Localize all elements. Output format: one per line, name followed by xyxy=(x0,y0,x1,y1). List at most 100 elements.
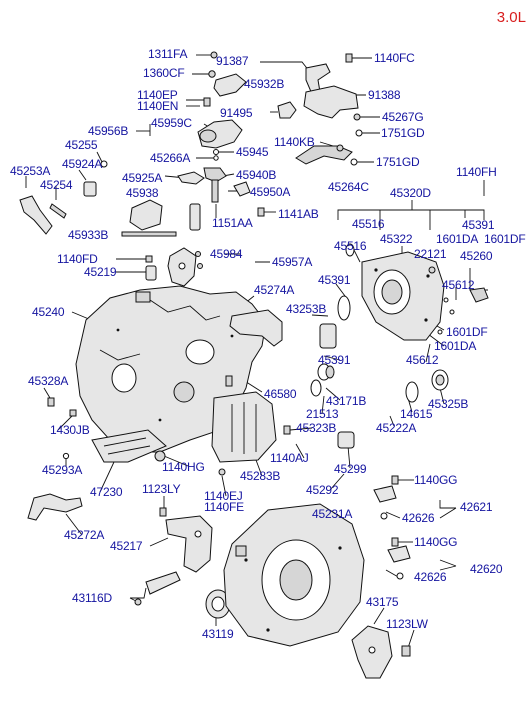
part-label: 1140FD xyxy=(57,252,98,266)
part-label: 45933B xyxy=(68,228,109,242)
part-label: 45293A xyxy=(42,463,83,477)
left-fasteners xyxy=(145,255,157,281)
part-label: 45264C xyxy=(328,180,369,194)
part-label: 45231A xyxy=(312,507,353,521)
part-label: 45391 xyxy=(318,353,351,367)
part-label: 45266A xyxy=(150,151,191,165)
part-label: 1123LW xyxy=(386,617,428,631)
part-label: 45391 xyxy=(318,273,351,287)
right-seals xyxy=(337,369,449,449)
part-label: 45274A xyxy=(254,283,295,297)
part-label: 45957A xyxy=(272,255,313,269)
bracket-45217 xyxy=(159,507,213,573)
part-label: 14615 xyxy=(400,407,433,421)
upper-hardware-group xyxy=(177,51,363,231)
part-label: 45924A xyxy=(62,157,103,171)
part-label: 1140KB xyxy=(274,135,315,149)
tube-45272a xyxy=(27,493,83,521)
part-label: 45255 xyxy=(65,138,98,152)
part-label: 45950A xyxy=(250,185,291,199)
bracket-43175 xyxy=(351,625,411,679)
part-label: 1311FA xyxy=(148,47,188,61)
part-label: 43119 xyxy=(202,627,234,641)
sealant-tube-43116d xyxy=(134,571,181,606)
part-label: 43253B xyxy=(286,302,327,316)
part-label: 1140FE xyxy=(204,500,244,514)
center-fasteners xyxy=(283,425,291,435)
part-label: 1151AA xyxy=(212,216,253,230)
part-label: 45272A xyxy=(64,528,105,542)
part-label: 42626 xyxy=(402,511,435,525)
part-label: 45240 xyxy=(32,305,65,319)
part-label: 22121 xyxy=(414,247,447,261)
part-label: 45516 xyxy=(352,217,385,231)
part-label: 1140HG xyxy=(162,460,205,474)
part-label: 45254 xyxy=(40,178,73,192)
part-label: 45612 xyxy=(406,353,439,367)
bracket-45274a xyxy=(229,309,283,347)
part-label: 43171B xyxy=(326,394,367,408)
part-label: 91388 xyxy=(368,88,401,102)
case-cover-45231a xyxy=(223,503,365,647)
part-label: 45940B xyxy=(236,168,277,182)
part-label: 21513 xyxy=(306,407,339,421)
part-label: 45219 xyxy=(84,265,117,279)
part-label: 45932B xyxy=(244,77,285,91)
tube-46580 xyxy=(225,375,233,387)
part-label: 1140AJ xyxy=(270,451,309,465)
part-label: 91495 xyxy=(220,106,253,120)
part-label: 42621 xyxy=(460,500,493,514)
speed-sensors xyxy=(373,475,411,580)
part-label: 1430JB xyxy=(50,423,90,437)
part-label: 1140EJ xyxy=(204,489,243,503)
part-label: 45516 xyxy=(334,239,367,253)
part-label: 1123LY xyxy=(142,482,181,496)
part-label: 47230 xyxy=(90,485,123,499)
part-label: 1751GD xyxy=(381,126,425,140)
part-label: 45222A xyxy=(376,421,417,435)
part-label: 43175 xyxy=(366,595,399,609)
part-label: 45267G xyxy=(382,110,424,124)
part-label: 45292 xyxy=(306,483,339,497)
part-label: 1140EN xyxy=(137,99,179,113)
part-label: 45391 xyxy=(462,218,495,232)
engine-variant-badge: 3.0L xyxy=(496,9,526,26)
part-label: 1140GG xyxy=(414,535,458,549)
shaft-seal-stack xyxy=(310,323,337,397)
lower-fasteners xyxy=(154,450,226,476)
part-label: 45956B xyxy=(88,124,129,138)
part-label: 45959C xyxy=(151,116,192,130)
part-label: 1360CF xyxy=(143,66,185,80)
strainer-47230 xyxy=(91,429,167,463)
part-label: 1601DA xyxy=(434,339,477,353)
part-label: 91387 xyxy=(216,54,249,68)
converter-housing-45320d xyxy=(337,243,489,341)
part-label: 45260 xyxy=(460,249,493,263)
part-label: 45217 xyxy=(110,539,143,553)
left-small-parts xyxy=(47,397,77,460)
valve-body-bracket xyxy=(167,247,203,287)
part-label: 45612 xyxy=(442,278,475,292)
part-label: 45322 xyxy=(380,232,413,246)
part-label: 45938 xyxy=(126,186,159,200)
left-linkage-group xyxy=(19,160,177,237)
part-label: 45945 xyxy=(236,145,269,159)
part-label: 45984 xyxy=(210,247,243,261)
part-label: 45925A xyxy=(122,171,163,185)
part-label: 1141AB xyxy=(278,207,319,221)
part-label: 1140GG xyxy=(414,473,458,487)
part-label: 1751GD xyxy=(376,155,420,169)
part-label: 43116D xyxy=(72,591,112,605)
part-label: 45283B xyxy=(240,469,281,483)
part-label: 45320D xyxy=(390,186,431,200)
part-label: 45299 xyxy=(334,462,367,476)
part-label: 1140FH xyxy=(456,165,497,179)
part-label: 42626 xyxy=(414,570,447,584)
part-label: 1140EP xyxy=(137,88,178,102)
part-label: 46580 xyxy=(264,387,297,401)
part-label: 1601DF xyxy=(484,232,526,246)
part-label: 45328A xyxy=(28,374,69,388)
part-label: 1601DF xyxy=(446,325,488,339)
